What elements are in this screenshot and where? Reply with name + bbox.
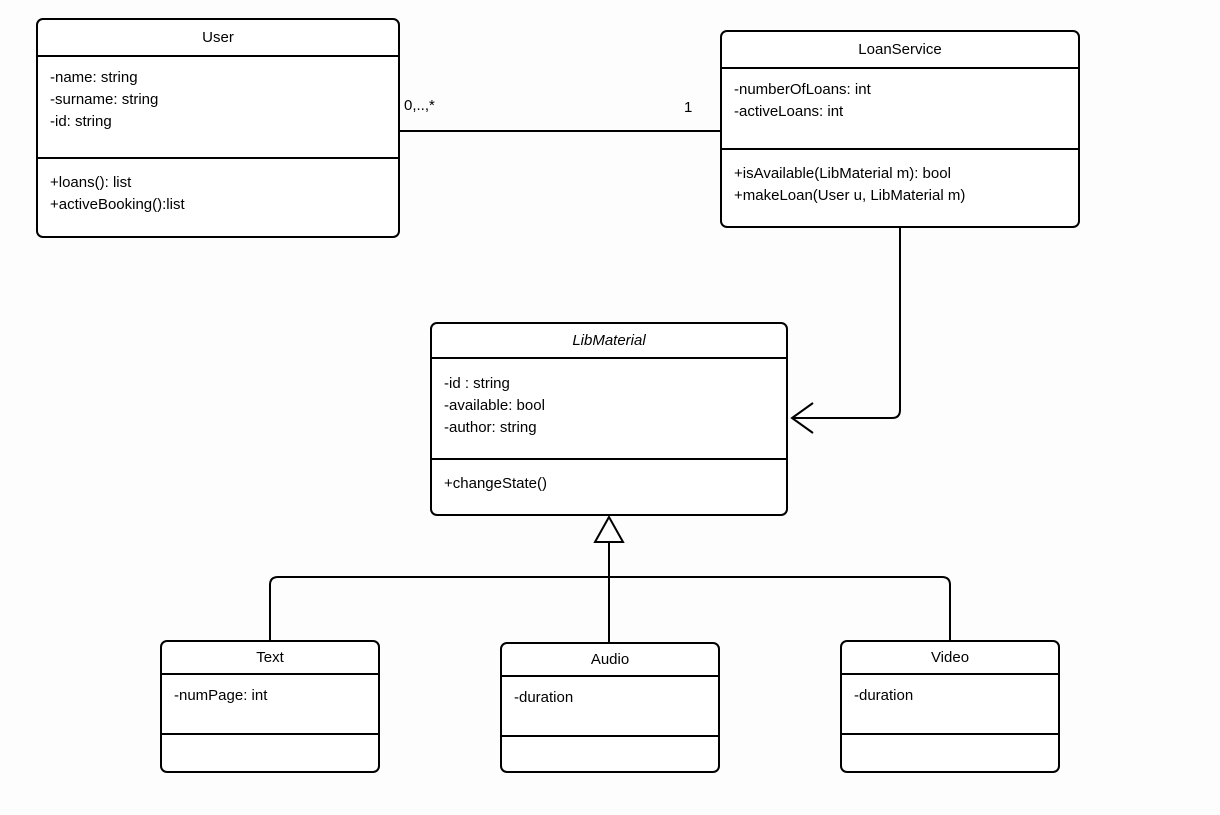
generalization-branch-video <box>609 576 951 640</box>
attribute: -name: string <box>50 69 138 86</box>
attribute: -author: string <box>444 419 537 436</box>
multiplicity-loanservice-end: 1 <box>684 99 693 116</box>
class-loanservice-title: LoanService <box>858 41 942 58</box>
method: +loans(): list <box>50 174 132 191</box>
class-audio: Audio -duration <box>500 642 720 773</box>
class-libmaterial-methods: +changeState() <box>432 458 786 514</box>
class-loanservice: LoanService -numberOfLoans: int -activeL… <box>720 30 1080 228</box>
class-text-methods <box>162 733 378 771</box>
class-video: Video -duration <box>840 640 1060 773</box>
attribute: -id : string <box>444 375 510 392</box>
generalization-branch-text <box>269 576 609 640</box>
class-loanservice-methods: +isAvailable(LibMaterial m): bool +makeL… <box>722 148 1078 226</box>
method: +activeBooking():list <box>50 196 185 213</box>
attribute: -id: string <box>50 113 112 130</box>
attribute: -duration <box>514 689 574 706</box>
multiplicity-user-end: 0,..,* <box>404 97 435 114</box>
class-user-methods: +loans(): list +activeBooking():list <box>38 157 398 236</box>
class-audio-methods <box>502 735 718 771</box>
attribute: -numPage: int <box>174 687 268 704</box>
generalization-triangle-icon <box>593 514 625 543</box>
open-arrowhead-icon <box>790 402 814 434</box>
class-loanservice-attributes: -numberOfLoans: int -activeLoans: int <box>722 67 1078 148</box>
class-video-methods <box>842 733 1058 771</box>
method: +isAvailable(LibMaterial m): bool <box>734 165 951 182</box>
class-user: User -name: string -surname: string -id:… <box>36 18 400 238</box>
class-user-attributes: -name: string -surname: string -id: stri… <box>38 55 398 157</box>
attribute: -duration <box>854 687 914 704</box>
class-audio-attributes: -duration <box>502 675 718 735</box>
class-audio-title: Audio <box>590 651 630 668</box>
attribute: -activeLoans: int <box>734 103 844 120</box>
class-libmaterial-attributes: -id : string -available: bool -author: s… <box>432 357 786 458</box>
class-video-attributes: -duration <box>842 673 1058 733</box>
class-libmaterial: LibMaterial -id : string -available: boo… <box>430 322 788 516</box>
edge-loanservice-libmaterial <box>794 228 901 419</box>
attribute: -surname: string <box>50 91 159 108</box>
class-video-title: Video <box>930 649 970 666</box>
method: +changeState() <box>444 475 547 492</box>
class-libmaterial-title: LibMaterial <box>572 332 646 349</box>
attribute: -numberOfLoans: int <box>734 81 871 98</box>
attribute: -available: bool <box>444 397 545 414</box>
class-text-attributes: -numPage: int <box>162 673 378 733</box>
method: +makeLoan(User u, LibMaterial m) <box>734 187 966 204</box>
class-text-title: Text <box>256 649 284 666</box>
class-user-title: User <box>202 29 234 46</box>
class-text: Text -numPage: int <box>160 640 380 773</box>
